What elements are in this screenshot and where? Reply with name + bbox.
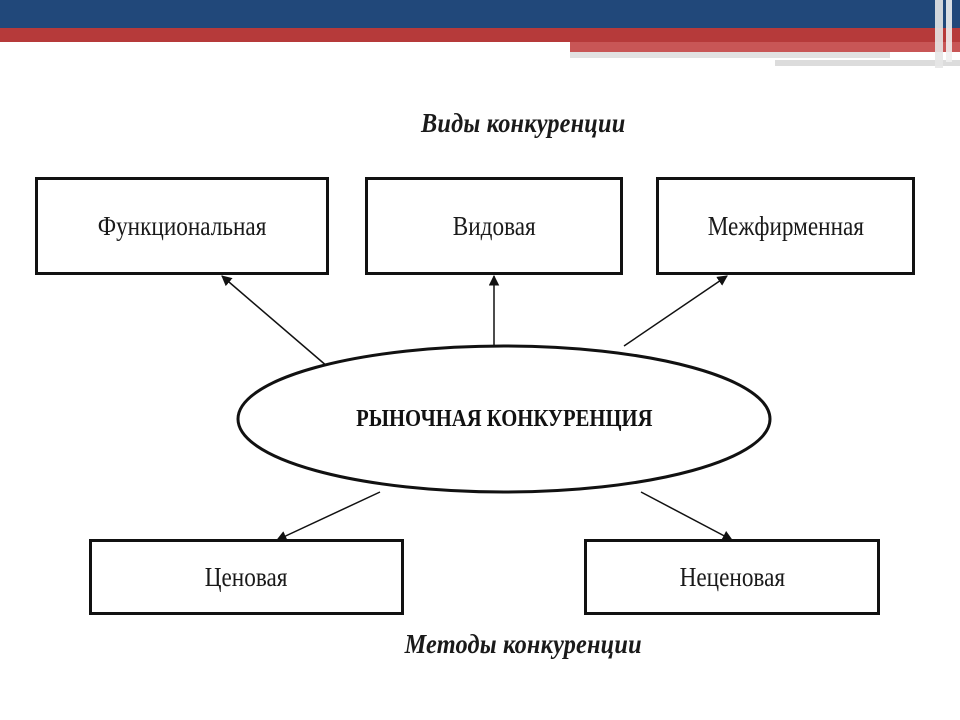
type-box-species: Видовая <box>365 177 623 275</box>
header-gloss-2 <box>946 0 952 62</box>
type-box-interfirm: Межфирменная <box>656 177 915 275</box>
type-box-functional: Функциональная <box>35 177 329 275</box>
header-red-band <box>0 28 960 42</box>
method-box-nonprice: Неценовая <box>584 539 880 615</box>
header-blue-band <box>0 0 960 28</box>
type-species-label: Видовая <box>452 210 536 241</box>
types-caption-text: Виды конкуренции <box>421 108 626 138</box>
arrow-to-price <box>276 491 381 541</box>
header-red-accent <box>570 42 960 52</box>
arrow-to-functional <box>221 275 329 368</box>
arrow-to-interfirm <box>623 275 728 347</box>
center-ellipse <box>236 344 772 494</box>
method-price-label: Ценовая <box>205 561 288 592</box>
slide-header-band <box>0 0 960 68</box>
method-box-price: Ценовая <box>89 539 404 615</box>
header-gloss-1 <box>935 0 943 68</box>
method-nonprice-label: Неценовая <box>679 561 785 592</box>
header-light-stripe-2 <box>775 60 960 66</box>
types-caption: Виды конкуренции <box>48 108 912 139</box>
type-interfirm-label: Межфирменная <box>707 210 864 241</box>
center-node-label: РЫНОЧНАЯ КОНКУРЕНЦИЯ <box>355 405 653 432</box>
header-light-stripe <box>570 52 890 58</box>
center-node: РЫНОЧНАЯ КОНКУРЕНЦИЯ <box>236 346 772 492</box>
methods-caption: Методы конкуренции <box>48 629 912 660</box>
type-functional-label: Функциональная <box>97 210 267 241</box>
arrow-to-nonprice <box>640 491 733 541</box>
methods-caption-text: Методы конкуренции <box>404 629 642 659</box>
